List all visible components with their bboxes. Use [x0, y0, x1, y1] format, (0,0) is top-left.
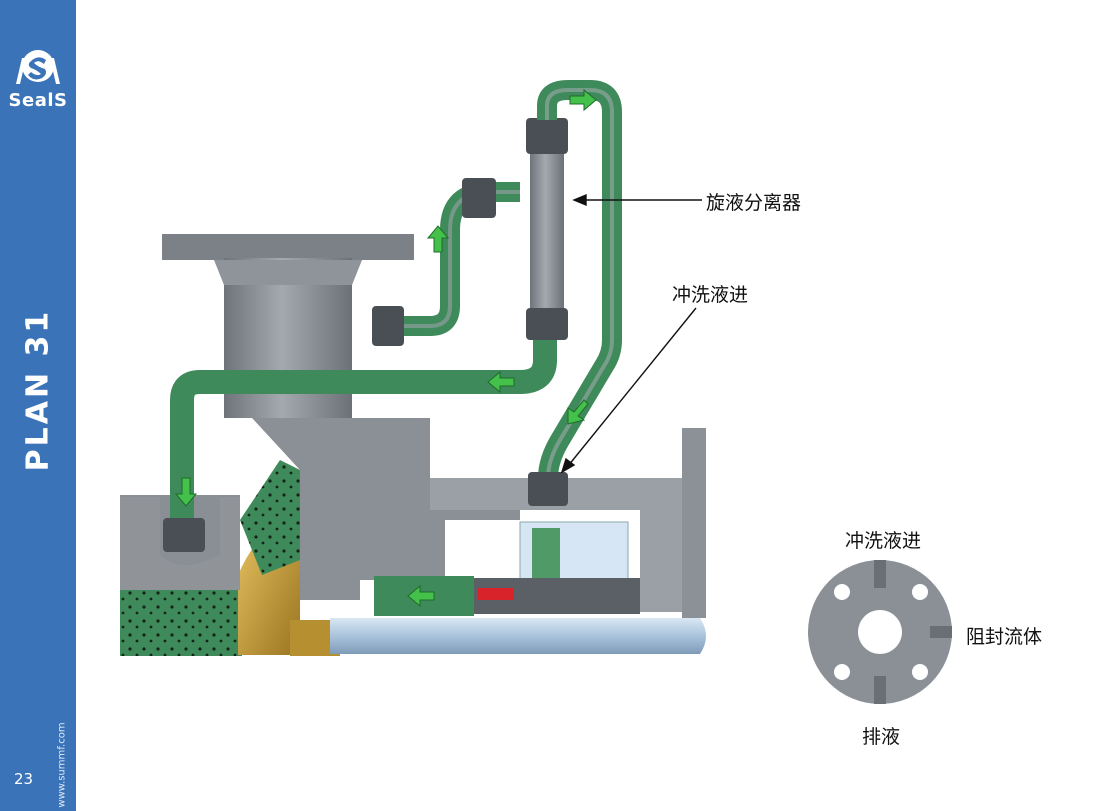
label-gland-flush-inlet: 冲洗液进 — [845, 530, 922, 552]
label-cyclone-separator: 旋液分离器 — [706, 192, 802, 214]
flow-arrow — [174, 477, 198, 507]
flush-port-insert — [532, 528, 560, 583]
bolt-hole — [912, 664, 928, 680]
separator-fitting-bottom — [526, 308, 568, 340]
flow-arrow — [487, 370, 515, 394]
label-pointers — [560, 193, 702, 474]
gland-plate-bore — [858, 610, 902, 654]
gland-plate — [808, 560, 952, 704]
flush-port — [874, 560, 886, 588]
neck-taper — [214, 260, 362, 285]
flush-fitting — [528, 472, 568, 506]
red-seal-ring — [478, 588, 514, 600]
discharge-flange — [162, 234, 414, 260]
logo-text: SealS — [8, 90, 68, 111]
drain-port — [874, 676, 886, 704]
cyclone-separator-body — [530, 150, 564, 330]
separator-fitting-top — [526, 118, 568, 154]
return-fitting — [163, 518, 205, 552]
flow-arrow — [567, 399, 589, 425]
return-pipe — [170, 330, 557, 520]
discharge-fitting — [372, 306, 404, 346]
bolt-hole — [912, 584, 928, 600]
page-number: 23 — [14, 770, 34, 788]
flow-arrow — [426, 225, 450, 253]
flow-arrow — [407, 584, 435, 608]
flow-arrows — [174, 88, 597, 608]
impeller-front-channel — [240, 460, 300, 575]
bolt-hole — [834, 584, 850, 600]
sidebar: SealS PLAN 31 www.summf.com 23 — [0, 0, 76, 811]
label-drain: 排液 — [862, 726, 901, 748]
return-chamber — [120, 497, 240, 590]
seal-chamber-housing — [252, 418, 520, 600]
barrier-port — [930, 626, 952, 638]
inlet-fitting — [462, 178, 496, 218]
label-barrier-fluid: 阻封流体 — [966, 626, 1043, 648]
seals-logo — [16, 50, 60, 84]
flow-arrow — [569, 88, 597, 112]
bolt-hole — [834, 664, 850, 680]
right-flange — [682, 428, 706, 618]
pump-shaft — [330, 618, 706, 654]
suction-chamber — [120, 590, 242, 656]
label-flush-inlet: 冲洗液进 — [672, 284, 749, 306]
